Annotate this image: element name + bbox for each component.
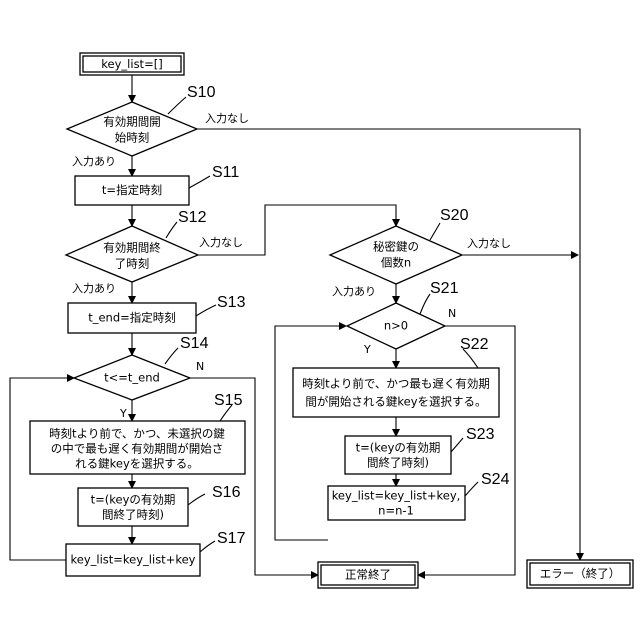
step-label-s23: S23 [466,426,495,443]
process-s23: t=(keyの有効期 間終了時刻) [345,436,451,474]
leader-s13 [196,305,216,316]
process-s16: t=(keyの有効期 間終了時刻) [78,488,188,526]
step-label-s20: S20 [440,207,469,224]
leader-s24 [465,482,478,496]
s13-text: t_end=指定時刻 [88,311,176,325]
end-normal-terminal: 正常終了 [318,562,418,588]
leader-s21 [420,294,430,314]
s22-line2: 間が開始される鍵keyを選択する。 [305,395,486,409]
label-s10-no: 入力なし [205,112,249,125]
decision-s14: t<=t_end [74,355,190,400]
s17-text: key_list=key_list+key [71,553,196,567]
leader-s12 [166,222,177,238]
decision-s10: 有効期間開 始時刻 [67,102,197,156]
label-s21-yes: Y [363,343,371,356]
step-label-s22: S22 [460,336,489,353]
step-label-s16: S16 [212,484,241,501]
step-label-s11: S11 [212,164,239,181]
start-terminal: key_list=[] [80,53,184,75]
start-text: key_list=[] [101,57,162,71]
s11-text: t=指定時刻 [102,183,162,197]
label-s12-no: 入力なし [199,236,243,249]
decision-s20: 秘密鍵の 個数n [330,226,462,284]
step-labels: S10 S11 S12 S13 S14 S15 S16 S17 S20 S21 … [165,84,510,552]
leader-s20 [430,223,440,240]
step-label-s15: S15 [214,392,243,409]
step-label-s24: S24 [481,471,510,488]
s10-line2: 始時刻 [115,131,150,145]
leader-s14 [165,348,178,364]
process-s22: 時刻tより前で、かつ最も遅く有効期 間が開始される鍵keyを選択する。 [293,368,499,417]
s23-line2: 間終了時刻) [367,456,429,470]
s24-line2: n=n-1 [378,504,414,518]
process-s11: t=指定時刻 [75,176,189,205]
s20-line1: 秘密鍵の [373,240,419,254]
process-s15: 時刻tより前で、かつ、未選択の鍵 の中で最も遅く有効期間が開始さ れる鍵keyを… [30,421,245,474]
label-s21-no: N [448,307,456,320]
s22-line1: 時刻tより前で、かつ最も遅く有効期 [302,377,490,391]
s20-line2: 個数n [381,256,411,270]
s15-line2: の中で最も遅く有効期間が開始さ [51,442,224,456]
label-s10-yes: 入力あり [72,155,116,168]
label-s14-no: N [196,360,204,373]
step-label-s17: S17 [217,530,246,547]
end-normal-text: 正常終了 [345,568,391,582]
step-label-s14: S14 [180,335,209,352]
s12-line1: 有効期間終 [103,241,161,255]
step-label-s13: S13 [217,294,246,311]
s12-line2: 了時刻 [115,257,150,271]
s16-line1: t=(keyの有効期 [91,493,176,507]
label-s20-no: 入力なし [467,237,511,250]
leader-s16 [188,494,205,505]
s24-line1: key_list=key_list+key, [332,489,461,503]
s14-text: t<=t_end [104,371,160,385]
decision-s21: n>0 [347,303,445,349]
process-s17: key_list=key_list+key [66,544,200,576]
end-error-terminal: エラー（終了） [527,560,633,588]
leader-s17 [200,541,215,552]
s15-line3: れる鍵keyを選択する。 [75,457,199,471]
leader-s11 [189,176,210,188]
step-label-s21: S21 [430,280,459,297]
s15-line1: 時刻tより前で、かつ、未選択の鍵 [49,427,225,441]
process-s24: key_list=key_list+key, n=n-1 [328,486,465,520]
leader-s23 [451,438,463,452]
s23-line1: t=(keyの有効期 [356,441,441,455]
label-s12-yes: 入力あり [72,282,116,295]
process-s13: t_end=指定時刻 [68,303,196,333]
s21-text: n>0 [384,319,408,333]
leader-s10 [168,97,186,114]
step-label-s12: S12 [178,209,207,226]
s10-line1: 有効期間開 [103,115,161,129]
s16-line2: 間終了時刻) [102,508,164,522]
label-s20-yes: 入力あり [332,285,376,298]
end-error-text: エラー（終了） [540,567,621,581]
label-s14-yes: Y [119,407,127,420]
decision-s12: 有効期間終 了時刻 [66,226,198,282]
step-label-s10: S10 [187,84,216,101]
